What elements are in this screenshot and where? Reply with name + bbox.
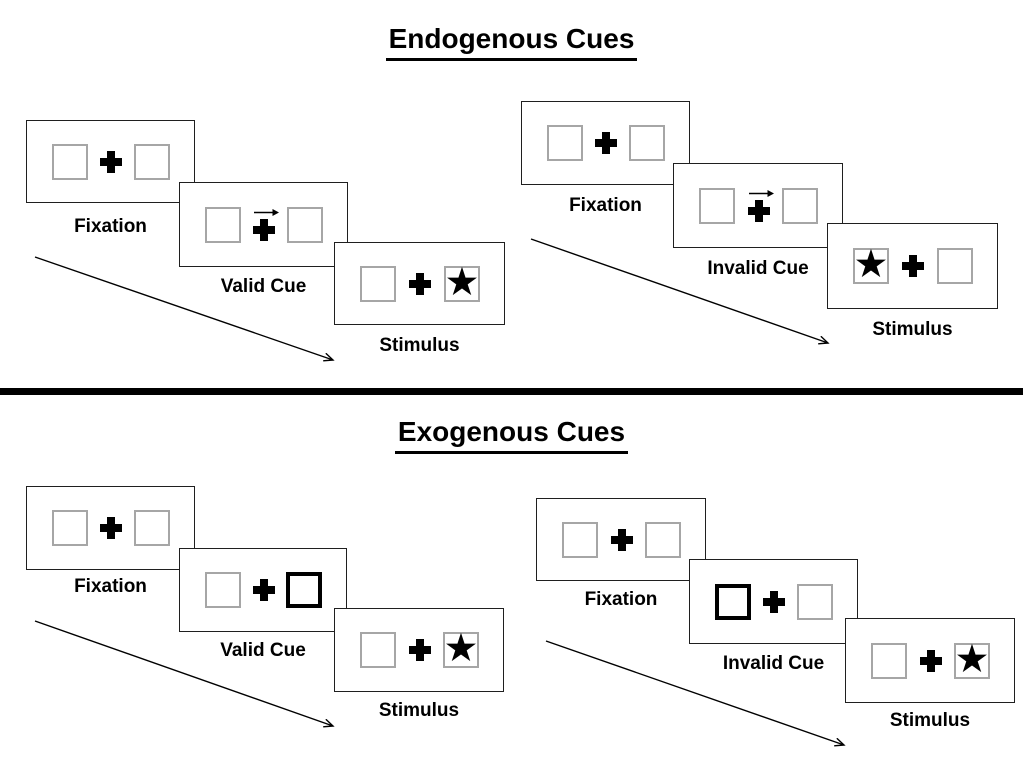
left-box <box>52 143 88 180</box>
exogenous-title: Exogenous Cues <box>394 416 629 454</box>
right-box-with-star: ★ <box>444 259 480 305</box>
star-icon: ★ <box>444 259 480 305</box>
star-icon: ★ <box>954 636 990 682</box>
stimulus-panel: ★ <box>845 618 1015 703</box>
fixation-cross-icon <box>100 517 122 539</box>
left-box <box>52 510 88 546</box>
right-box <box>645 521 681 558</box>
stimulus-label: Stimulus <box>378 700 460 721</box>
cue-panel <box>673 163 843 248</box>
cue-arrow-icon <box>748 190 774 197</box>
fixation-cross-icon <box>595 132 617 154</box>
right-box-cue-highlight <box>286 572 322 608</box>
right-box <box>782 187 818 224</box>
timeline-arrow <box>34 620 340 734</box>
fixation-panel <box>536 498 706 581</box>
fixation-cross-icon <box>252 579 275 601</box>
stimulus-panel: ★ <box>827 223 998 309</box>
central-cue <box>251 208 279 241</box>
fixation-cross-icon <box>253 219 275 241</box>
endogenous-title: Endogenous Cues <box>385 23 638 61</box>
exogenous-title-row: Exogenous Cues <box>0 416 1023 454</box>
left-box <box>360 632 396 668</box>
fixation-cross-icon <box>100 150 122 173</box>
cue-panel <box>179 548 347 632</box>
star-icon: ★ <box>853 242 889 287</box>
fixation-cross-icon <box>919 649 942 672</box>
right-box <box>134 143 170 180</box>
fixation-panel <box>26 486 195 570</box>
cue-arrow-icon <box>254 209 279 216</box>
timeline-arrow <box>34 256 340 368</box>
fixation-cross-icon <box>408 639 431 661</box>
left-box <box>547 125 583 161</box>
fixation-cross-icon <box>610 528 633 551</box>
fixation-panel <box>521 101 690 185</box>
endogenous-title-row: Endogenous Cues <box>0 23 1023 61</box>
cue-panel <box>689 559 858 644</box>
left-box <box>699 187 735 224</box>
cue-label: Invalid Cue <box>722 653 825 674</box>
cue-label: Valid Cue <box>220 640 306 661</box>
right-box <box>629 125 665 161</box>
stimulus-label: Stimulus <box>889 710 971 731</box>
central-cue <box>746 189 774 222</box>
left-box <box>562 521 598 558</box>
stimulus-label: Stimulus <box>872 319 953 340</box>
cue-label: Invalid Cue <box>707 258 809 279</box>
right-box <box>937 248 973 284</box>
left-box-cue-highlight <box>715 583 751 620</box>
fixation-label: Fixation <box>74 576 147 597</box>
left-box <box>360 265 396 302</box>
right-box-with-star: ★ <box>443 626 479 671</box>
timeline-arrow <box>530 238 836 350</box>
fixation-cross-icon <box>763 590 785 613</box>
fixation-label: Fixation <box>569 195 642 216</box>
section-divider <box>0 388 1023 395</box>
right-box <box>134 510 170 546</box>
stimulus-label: Stimulus <box>379 335 460 356</box>
star-icon: ★ <box>443 626 479 671</box>
fixation-panel <box>26 120 195 203</box>
cue-panel <box>179 182 348 267</box>
right-box <box>797 583 833 620</box>
left-box <box>205 206 241 243</box>
right-box-with-star: ★ <box>954 636 990 682</box>
right-box <box>287 206 323 243</box>
fixation-label: Fixation <box>584 589 658 610</box>
timeline-arrow <box>545 640 851 752</box>
fixation-cross-icon <box>409 272 431 295</box>
left-box-with-star: ★ <box>853 242 889 287</box>
fixation-cross-icon <box>902 255 924 277</box>
left-box <box>205 572 241 608</box>
left-box <box>871 642 907 679</box>
stimulus-panel: ★ <box>334 242 505 325</box>
stimulus-panel: ★ <box>334 608 504 692</box>
cue-label: Valid Cue <box>220 276 307 297</box>
fixation-cross-icon <box>747 200 770 222</box>
fixation-label: Fixation <box>74 216 147 237</box>
